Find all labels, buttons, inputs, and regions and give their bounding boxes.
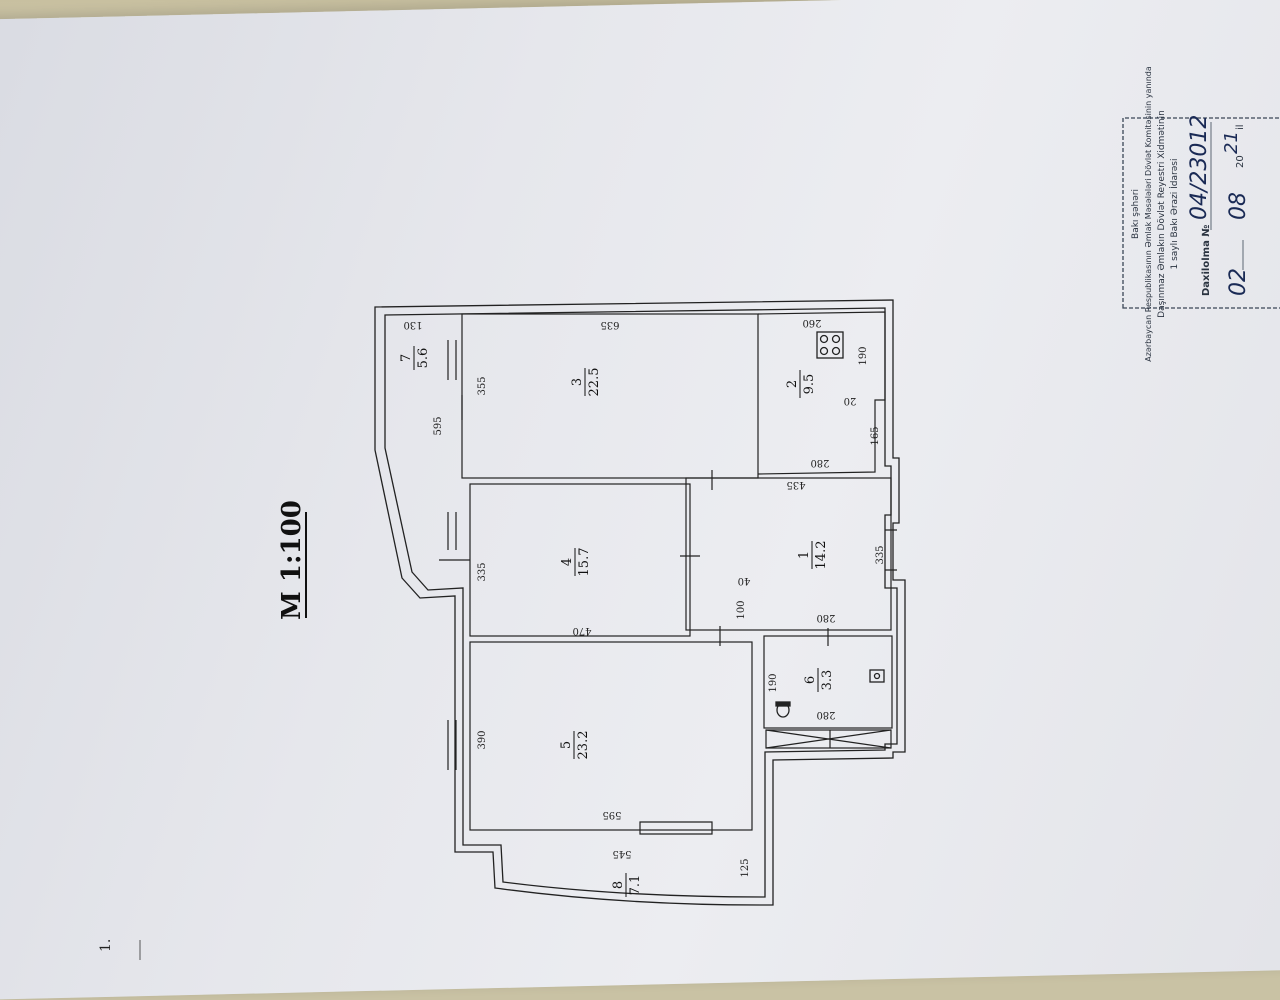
dim-260: 260 — [802, 317, 821, 328]
floor-plan: M 1:100 — [98, 66, 1280, 960]
room-area: 15.7 — [577, 548, 592, 577]
dim-545: 545 — [612, 848, 631, 859]
room-7-label: 7 5.6 — [399, 346, 431, 370]
stamp-line3: Daşınmaz Əmlakın Dövlət Reyestri Xidməti… — [1157, 110, 1167, 318]
stamp-line4: 1 saylı Bakı Ərazi İdarəsi — [1169, 159, 1180, 270]
dim-335b: 335 — [875, 545, 886, 564]
stamp-month: 08 — [1226, 192, 1251, 220]
dim-130: 130 — [403, 319, 422, 330]
dim-390: 390 — [477, 730, 488, 749]
dim-125: 125 — [740, 858, 751, 877]
dim-355: 355 — [477, 376, 488, 395]
room-area: 23.2 — [576, 731, 591, 760]
stamp-year-suffix: 21 — [1221, 131, 1242, 154]
room-6-label: 6 3.3 — [803, 668, 835, 692]
outer-walls — [374, 299, 906, 906]
dim-335: 335 — [477, 562, 488, 581]
page-corner-mark: 1. — [98, 939, 114, 952]
dim-190a: 190 — [858, 346, 869, 365]
washbasin-icon — [869, 669, 885, 683]
scale-label: M 1:100 — [277, 500, 307, 620]
dim-100: 100 — [736, 600, 747, 619]
stamp-line1: Bakı şəhəri — [1131, 189, 1141, 239]
stamp-year-prefix: 20 — [1235, 155, 1246, 168]
dim-280a: 280 — [810, 457, 829, 468]
stove-icon — [816, 331, 844, 359]
dim-165: 165 — [870, 426, 881, 445]
stamp-line2: Azərbaycan Respublikasının Əmlak Məsələl… — [1144, 66, 1153, 362]
room-area: 22.5 — [587, 368, 602, 397]
room-area: 7.1 — [628, 875, 643, 896]
room-area: 14.2 — [814, 541, 829, 570]
dim-435: 435 — [786, 479, 805, 490]
room-number: 1 — [797, 551, 812, 559]
room-4-label: 4 15.7 — [560, 548, 592, 577]
stamp-reg-number: 04/23012 — [1187, 115, 1212, 220]
room-number: 4 — [560, 558, 575, 566]
dim-280b: 280 — [816, 612, 835, 623]
dim-190b: 190 — [768, 673, 779, 692]
dim-20: 20 — [844, 395, 857, 406]
stamp-reg-label: Daxilolma № — [1201, 225, 1212, 296]
room-3-label: 3 22.5 — [570, 368, 602, 397]
stamp-day: 02 — [1226, 268, 1251, 296]
room-8-label: 8 7.1 — [611, 873, 643, 897]
room-5-label: 5 23.2 — [559, 731, 591, 760]
registry-stamp: Bakı şəhəri Azərbaycan Respublikasının Ə… — [1122, 66, 1280, 362]
dimension-labels: 130 635 260 190 355 20 165 595 280 435 3… — [403, 317, 886, 878]
interior-walls — [447, 311, 897, 835]
stamp-border — [1122, 117, 1280, 309]
room-area: 9.5 — [802, 374, 817, 395]
dim-470: 470 — [572, 625, 591, 636]
room-number: 5 — [559, 741, 574, 749]
dim-595b: 595 — [602, 809, 621, 820]
room-number: 8 — [611, 881, 626, 889]
room-2-label: 2 9.5 — [785, 370, 817, 398]
dim-635: 635 — [600, 319, 619, 330]
room-number: 6 — [803, 676, 818, 684]
room-1-label: 1 14.2 — [797, 541, 829, 570]
room-area: 3.3 — [820, 670, 835, 691]
stamp-year-unit: il — [1235, 124, 1246, 130]
dim-40: 40 — [738, 575, 751, 586]
toilet-icon — [775, 701, 791, 718]
room-number: 3 — [570, 378, 585, 386]
door-marks — [439, 395, 829, 646]
room-number: 2 — [785, 380, 800, 388]
room-area: 5.6 — [416, 348, 431, 369]
room-number: 7 — [399, 354, 414, 362]
dim-595a: 595 — [433, 416, 444, 435]
dim-280c: 280 — [816, 709, 835, 720]
